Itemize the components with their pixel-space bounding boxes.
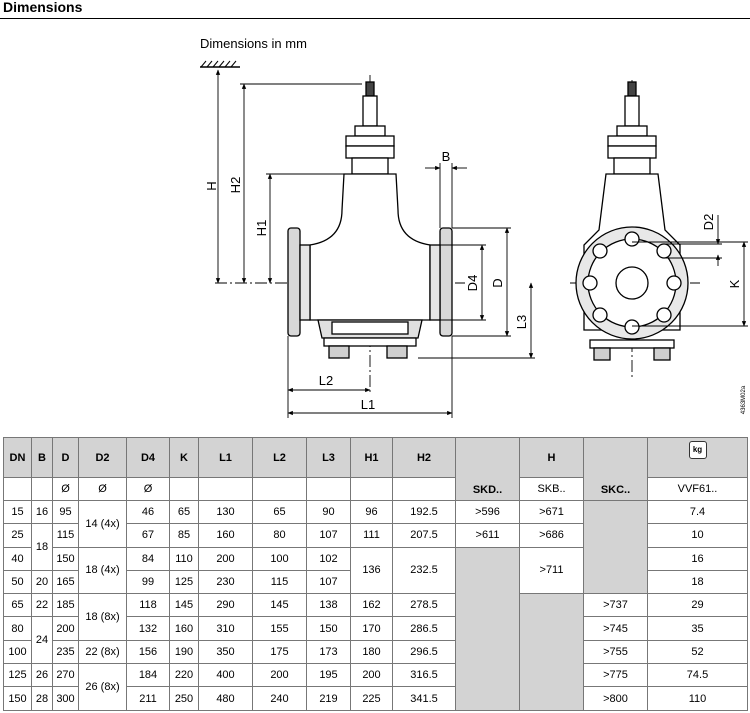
valve-front-view [215, 75, 465, 395]
drawing-caption: Dimensions in mm [200, 36, 307, 51]
col-header-k: K [169, 437, 199, 478]
reference-hatch [200, 60, 240, 68]
col-header-b: B [31, 437, 53, 478]
col-header-l2: L2 [252, 437, 307, 478]
dim-label-h1: H1 [254, 220, 269, 237]
dim-label-l2: L2 [319, 373, 333, 388]
col-header-skc: SKC.. [583, 437, 648, 501]
title-divider [0, 18, 750, 19]
dim-label-d4: D4 [465, 275, 480, 292]
table-row: 150 28 300 211 250 480 240 219 225 341.5… [3, 686, 748, 711]
col-header-h: H [519, 437, 584, 478]
col-header-dn: DN [3, 437, 32, 478]
dimensions-table: DN B D D2 D4 K L1 L2 L3 H1 H2 SKD.. H SK… [3, 437, 748, 711]
col-header-l3: L3 [306, 437, 351, 478]
dim-label-l3: L3 [514, 315, 529, 329]
col-header-h2: H2 [392, 437, 456, 478]
col-header-h1: H1 [350, 437, 393, 478]
col-header-d2: D2 [78, 437, 127, 478]
dim-label-d: D [490, 278, 505, 287]
table-header-row: DN B D D2 D4 K L1 L2 L3 H1 H2 SKD.. H SK… [3, 437, 748, 501]
side-dimension-lines [632, 215, 748, 327]
col-header-d4: D4 [126, 437, 170, 478]
col-header-d: D [52, 437, 79, 478]
dimension-lines [215, 69, 535, 418]
table-row: 100 235 22 (8x) 156 190 350 175 173 180 … [3, 639, 748, 665]
col-header-skd: SKD.. [455, 437, 520, 501]
table-symbol-row: Ø Ø Ø SKB.. VVF61.. [3, 477, 748, 501]
table-row: 40 150 18 (4x) 84 110 200 100 102 136 23… [3, 546, 748, 711]
table-row: 15 16 95 14 (4x) 46 65 130 65 90 96 192.… [3, 499, 748, 595]
col-header-skb: SKB.. [519, 477, 584, 501]
dim-label-k: K [727, 279, 742, 288]
page-title: Dimensions [3, 0, 83, 15]
table-row: 125 26 270 26 (8x) 184 220 400 200 195 2… [3, 663, 748, 711]
dim-label-l1: L1 [361, 397, 375, 412]
valve-side-view [570, 80, 700, 380]
weight-kg-icon: kg [688, 441, 707, 459]
dim-label-d2: D2 [701, 214, 716, 231]
col-header-l1: L1 [198, 437, 253, 478]
valve-dimension-drawing: H H2 H1 B D4 D L3 L2 L1 D2 K 4363M02a [200, 60, 748, 418]
table-row: 80 24 200 132 160 310 155 150 170 286.5 … [3, 616, 748, 665]
dim-label-h: H [204, 181, 219, 190]
col-header-weight: kg [647, 437, 748, 478]
table-row: 65 22 185 18 (8x) 118 145 290 145 138 16… [3, 593, 748, 711]
symbol-d4: Ø [126, 477, 170, 501]
symbol-d2: Ø [78, 477, 127, 501]
drawing-number: 4363M02a [741, 385, 747, 414]
table-row: 50 20 165 99 125 230 115 107 18 [3, 569, 748, 595]
col-header-vvf61: VVF61.. [647, 477, 748, 501]
dim-label-b: B [442, 149, 451, 164]
symbol-d: Ø [52, 477, 79, 501]
dim-label-h2: H2 [228, 177, 243, 194]
